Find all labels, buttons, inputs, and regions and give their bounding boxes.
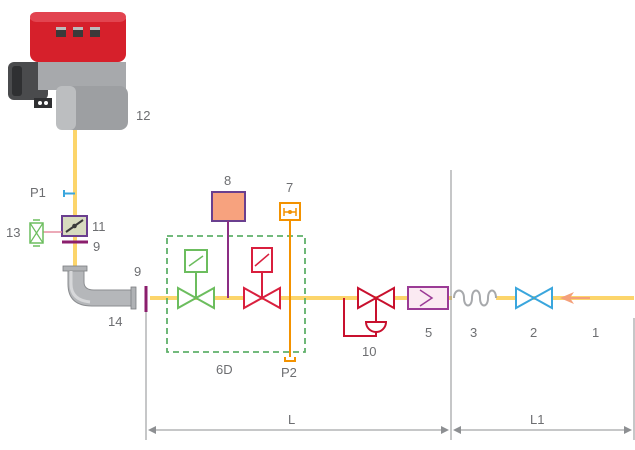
burner-window-1 (56, 27, 66, 37)
burner: 12 (8, 12, 150, 130)
label-pressure-regulator: 10 (362, 344, 376, 359)
gas-supply: 1 (560, 292, 599, 340)
green-solenoid-valve (177, 249, 215, 310)
gas-filter: 5 (407, 286, 449, 340)
label-flange-left: 9 (93, 239, 100, 254)
manual-valve: 2 (515, 286, 553, 340)
leak-detection-control: 8 (211, 173, 246, 298)
flange-left: 9 (62, 239, 100, 254)
label-flange-right: 9 (134, 264, 141, 279)
label-manual-valve: 2 (530, 325, 537, 340)
valve-group: 6D (166, 235, 306, 377)
dimension-lines: L L1 (145, 170, 635, 440)
label-p2: P2 (281, 365, 297, 380)
pressure-regulator: 10 (343, 286, 395, 359)
label-pipe-supply: 1 (592, 325, 599, 340)
gas-pressure-switch: 7 P2 (279, 180, 301, 380)
antivibration-joint: 3 (452, 289, 497, 340)
label-butterfly-valve: 11 (92, 219, 106, 234)
red-solenoid-valve (243, 247, 281, 310)
label-p1: P1 (30, 185, 46, 200)
burner-window-3 (90, 27, 100, 37)
burner-terminal (34, 98, 52, 108)
label-adjuster: 13 (6, 225, 20, 240)
label-valve-group: 6D (216, 362, 233, 377)
pressure-point-p1: P1 (30, 185, 75, 200)
burner-window-2 (73, 27, 83, 37)
label-filter: 5 (425, 325, 432, 340)
gas-pipes (73, 130, 634, 300)
label-leak-detection: 8 (224, 173, 231, 188)
label-elbow: 14 (108, 314, 122, 329)
adjuster: 13 (6, 219, 62, 247)
label-burner: 12 (136, 108, 150, 123)
butterfly-valve: 11 (61, 215, 106, 237)
elbow: 14 (62, 265, 137, 329)
flow-arrow (560, 292, 574, 304)
label-length-l1: L1 (530, 412, 544, 427)
label-antivibration-joint: 3 (470, 325, 477, 340)
label-length-l: L (288, 412, 295, 427)
flange-right: 9 (134, 264, 148, 312)
burner-body (38, 62, 126, 90)
label-gas-pressure-switch: 7 (286, 180, 293, 195)
